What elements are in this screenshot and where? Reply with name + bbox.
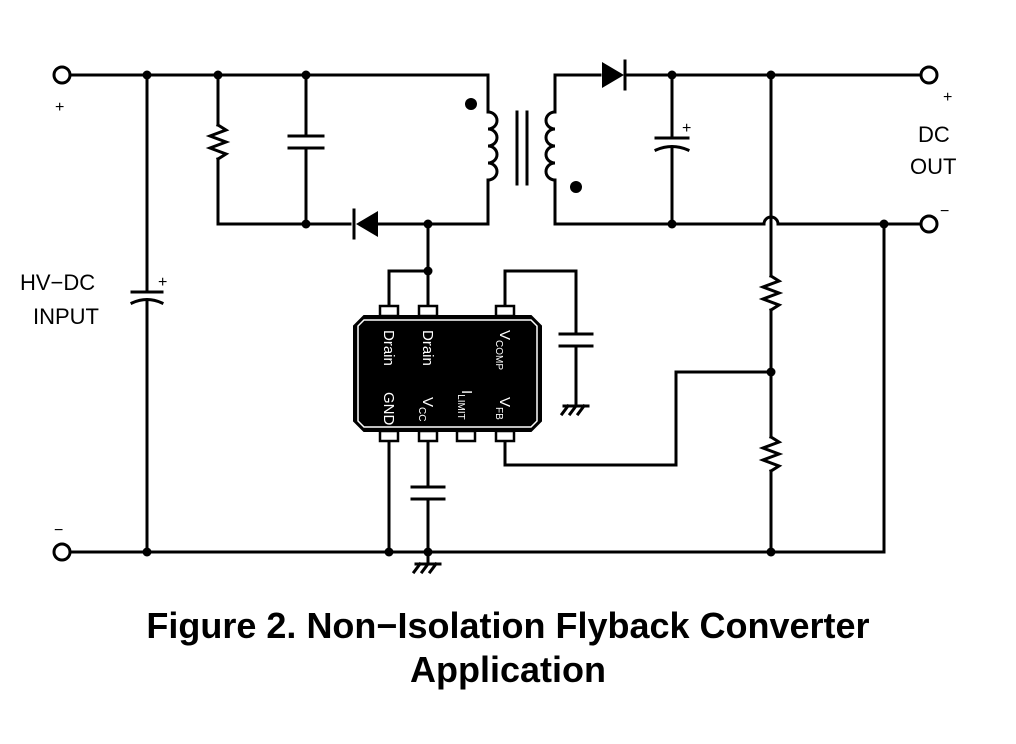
output-diode: [602, 59, 627, 91]
input-label-line1: HV−DC: [20, 270, 95, 295]
ic-pin-bottom-2: [417, 429, 439, 443]
primary-polarity-dot: [465, 98, 477, 110]
figure-caption-line2: Application: [410, 649, 606, 690]
ic-pin-top-2: [417, 304, 439, 318]
output-minus-sign: −: [940, 203, 949, 220]
output-capacitor: [654, 73, 690, 226]
ic-pin-bottom-3: [455, 429, 477, 443]
input-negative-terminal: [52, 542, 72, 562]
snubber-bottom-line: [216, 219, 490, 229]
pin-label-vfb: VFB: [493, 397, 513, 420]
ic-pin-top-1: [378, 304, 400, 318]
feedback-divider: [758, 73, 784, 554]
input-plus-sign: +: [55, 99, 64, 116]
input-minus-sign: −: [54, 522, 63, 539]
pin-label-drain-1: Drain: [380, 330, 397, 366]
figure-caption-line1: Figure 2. Non−Isolation Flyback Converte…: [146, 605, 870, 646]
input-positive-terminal: [52, 65, 72, 85]
output-label-line1: DC: [918, 122, 950, 147]
ic-pin-bottom-1: [378, 429, 400, 443]
snubber-capacitor: [287, 73, 325, 226]
ic-pin-top-3: [494, 304, 516, 318]
vcc-capacitor: [410, 438, 446, 554]
output-positive-terminal: [919, 65, 939, 85]
ic-pin-bottom-4: [494, 429, 516, 443]
input-label-line2: INPUT: [33, 304, 99, 329]
controller-ic: [353, 304, 542, 443]
snubber-resistor: [205, 73, 231, 226]
main-ground-icon: [411, 550, 442, 575]
output-label-line2: OUT: [910, 154, 956, 179]
vcomp-ground-icon: [559, 403, 590, 417]
pin-label-drain-2: Drain: [419, 330, 436, 366]
secondary-polarity-dot: [570, 181, 582, 193]
transformer: [486, 73, 557, 226]
drain-connection: [387, 222, 433, 309]
output-negative-terminal: [919, 214, 939, 234]
input-capacitor-polarity: +: [158, 274, 167, 291]
feedback-line: [503, 370, 773, 467]
ic-body: [353, 315, 542, 432]
pin-label-ilimit: ILIMIT: [455, 390, 475, 420]
snubber-diode: [352, 208, 378, 240]
input-top-rail: [68, 70, 490, 80]
pin-label-vcomp: VCOMP: [493, 330, 513, 370]
pin-label-gnd: GND: [380, 392, 397, 426]
output-capacitor-polarity: +: [682, 120, 691, 137]
output-return-line: [553, 215, 923, 229]
output-plus-sign: +: [943, 89, 952, 106]
vcomp-capacitor: [503, 269, 594, 405]
pin-label-vcc: VCC: [416, 397, 436, 421]
input-capacitor: [130, 73, 164, 554]
